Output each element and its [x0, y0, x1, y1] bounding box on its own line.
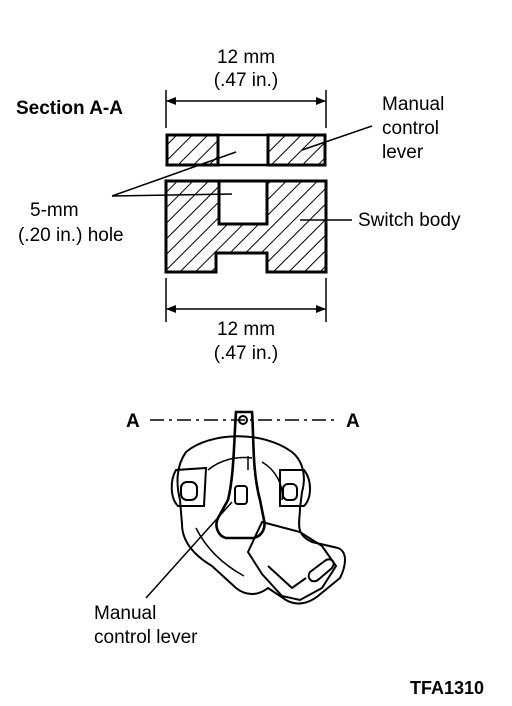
- assembly-lever-label-line1: Manual: [94, 603, 156, 624]
- hole-label-line2: (.20 in.) hole: [18, 225, 124, 246]
- lever-cross-section: [165, 133, 327, 167]
- hole-leader-line-lower: [111, 193, 233, 197]
- top-dimension-inch: (.47 in.): [214, 70, 278, 91]
- top-dimension-mm: 12 mm: [217, 47, 275, 68]
- assembly-lever-label-line2: control lever: [94, 627, 198, 648]
- hole-label-line1: 5-mm: [30, 200, 79, 221]
- bottom-dimension-mm: 12 mm: [217, 319, 275, 340]
- cut-marker-right: A: [346, 411, 360, 432]
- section-title: Section A-A: [16, 98, 123, 119]
- lever-leader-line: [301, 125, 373, 151]
- lever-label-line1: Manual: [382, 94, 444, 115]
- assembly-lever-leader-line: [145, 501, 233, 599]
- hole-leader-line-upper: [111, 151, 237, 197]
- cut-marker-left: A: [126, 411, 140, 432]
- switch-body-cross-section: [164, 179, 328, 274]
- lever-label-line2: control: [382, 118, 439, 139]
- switch-body-label: Switch body: [358, 210, 461, 231]
- figure-code: TFA1310: [410, 678, 484, 698]
- lever-label-line3: lever: [382, 142, 424, 163]
- switch-assembly-drawing: [170, 410, 346, 605]
- bottom-dimension-inch: (.47 in.): [214, 343, 278, 364]
